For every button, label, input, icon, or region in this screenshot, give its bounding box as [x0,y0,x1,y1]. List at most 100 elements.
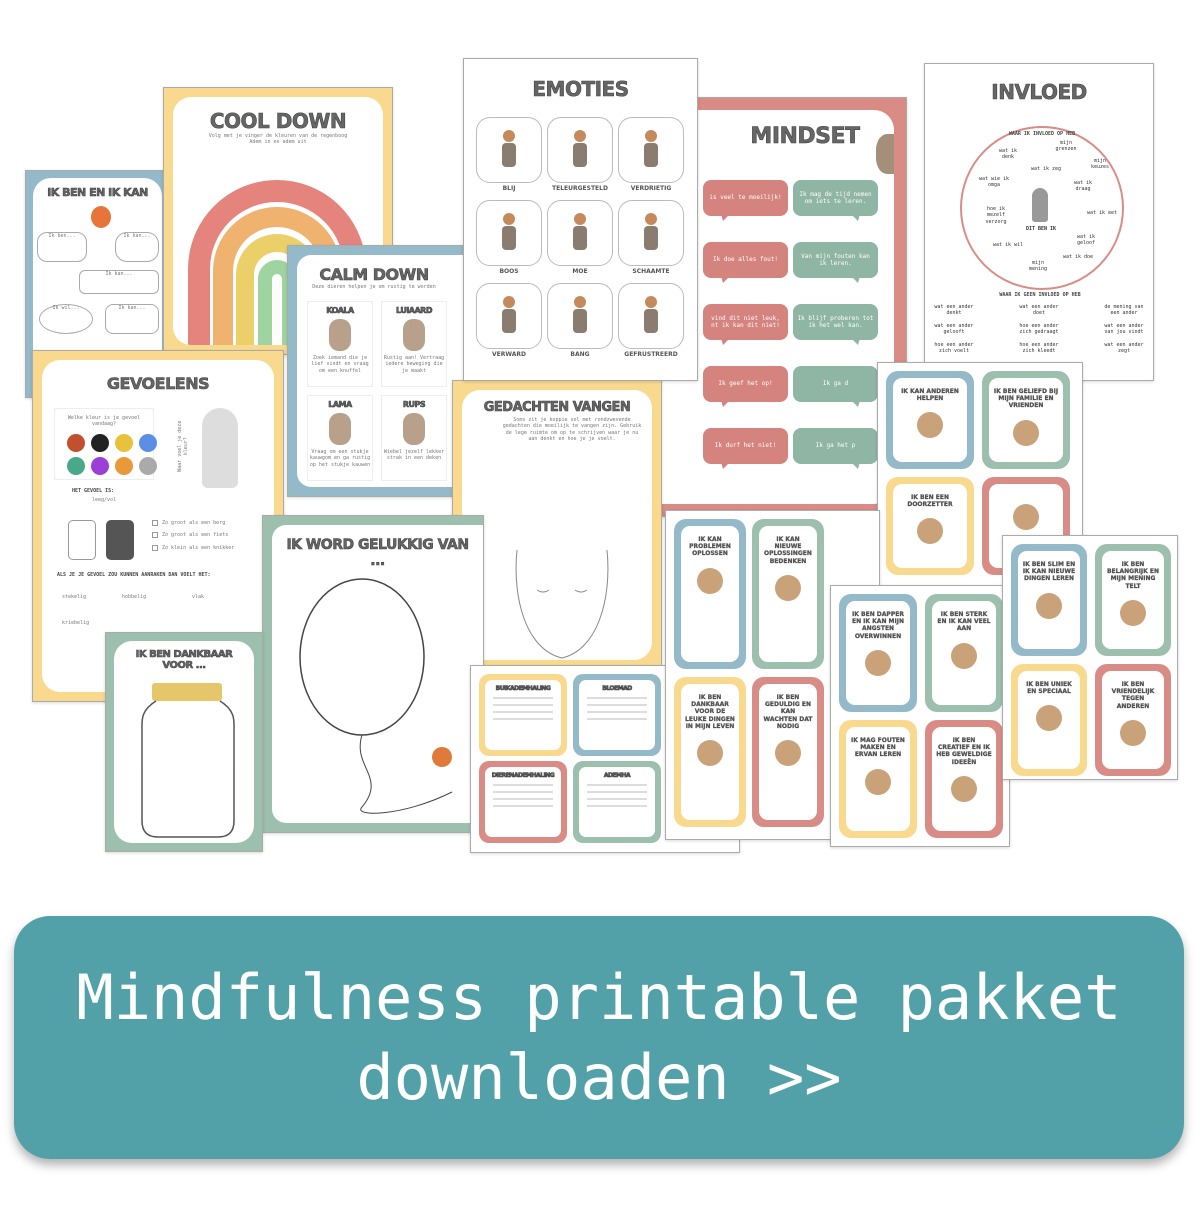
animal-name: KOALA [326,306,355,316]
texture-label: kriebelig [62,620,90,626]
breathing-title: BLOEMAD [602,685,633,693]
text-line [587,718,647,720]
speech-bubble: Ik wil... [39,304,93,334]
emotion-label: SCHAAMTE [632,268,670,275]
affirmation-card-inner: IK BEN BELANGRIJK EN MIJN MENING TELT [1102,551,1164,649]
outside-item: hoe een ander zich voelt [934,342,974,355]
sheet-invloed: INVLOED WAAR IK INVLOED OP HEB DIT BEN I… [924,63,1154,381]
speech-bubble: Ik kan... [79,270,159,294]
outside-item: wat een ander doet [1019,304,1059,317]
text-line [587,711,647,713]
color-dot [67,456,85,475]
emotion-card: SCHAAMTE [618,200,684,279]
affirmation-card-inner: IK BEN VRIENDELIJK TEGEN ANDEREN [1102,671,1164,769]
emotion-label: GEFRUSTREERD [624,351,678,358]
affirmation-card-inner: IK BEN EEN DOORZETTER [893,484,967,568]
affirmation-text: IK BEN BELANGRIJK EN MIJN MENING TELT [1106,561,1160,590]
emotion-card: VERWARD [476,283,542,362]
influence-item: wat wie ik omga [978,176,1010,189]
text-line [493,805,553,807]
sheet-title: GEDACHTEN VANGEN [483,400,631,416]
affirmation-card: IK BEN VRIENDELIJK TEGEN ANDEREN [1095,664,1171,776]
text-line [587,791,647,793]
breathing-card: ADEMHA [573,761,661,843]
influence-item: wat ik zeg [1030,166,1062,172]
sheet-cards-d: IK BEN SLIM EN IK KAN NIEUWE DINGEN LERE… [1002,535,1178,780]
emotion-card-image [547,117,613,183]
influence-item: wat ik doe [1062,254,1094,260]
animal-name: RUPS [402,400,426,410]
affirmation-card: IK BEN STERK EN IK KAN VEEL AAN [925,594,1003,712]
breathing-card: BUIKADEMHALING [479,674,567,756]
animal-illustration [917,412,943,439]
texture-label: hobbelig [122,594,147,600]
influence-item: wat ik wil [992,242,1024,248]
affirmation-text: IK BEN GELIEFD BIJ MIJN FAMILIE EN VRIEN… [993,388,1059,410]
affirmation-text: IK KAN PROBLEMEN OPLOSSEN [689,536,731,558]
outside-item: wat een ander zegt [1104,342,1144,355]
animal-illustration [1036,705,1062,732]
emotion-card: BLIJ [476,117,542,196]
affirmation-card: IK BEN EEN DOORZETTER [886,477,974,575]
animal-illustration [329,413,351,445]
affirmation-card-inner: IK KAN NIEUWE OPLOSSINGEN BEDENKEN [759,526,817,662]
fixed-mindset-bubble: is veel te moeilijk! [703,180,788,221]
sheet-gedachten-vangen: GEDACHTEN VANGEN Soms zit je koppie vol … [452,380,662,670]
influence-item: mijn keuzes [1090,158,1110,171]
child-figure-icon [1032,188,1048,222]
affirmation-card: IK BEN GELIEFD BIJ MIJN FAMILIE EN VRIEN… [982,371,1070,469]
influence-item: wat ik geloof [1076,234,1096,247]
emotion-label: BLIJ [502,185,516,192]
affirmation-text: IK BEN VRIENDELIJK TEGEN ANDEREN [1111,681,1155,710]
animal-illustration [775,574,801,601]
sheet-title: GEVOELENS [106,374,210,394]
checkbox-icon [152,544,158,551]
influence-item: mijn mening [1028,260,1048,273]
animal-illustration [951,775,977,802]
question: Welke kleur is je gevoel vandaag? [67,415,141,428]
growth-mindset-bubble: Ik ga het p [793,428,878,469]
sheet-title: INVLOED [991,80,1088,105]
description: Soms zit je koppie vol met rondzwevende … [502,417,642,442]
animal-illustration [403,413,425,445]
affirmation-text: IK BEN DAPPER EN IK KAN MIJN ANGSTEN OVE… [851,611,905,640]
growth-mindset-bubble: Ik ga d [793,366,878,407]
child-illustration [640,296,662,336]
child-illustration [498,213,520,253]
checkbox-icon [152,520,158,527]
emotion-card-image [547,283,613,349]
text-line [493,704,553,706]
animal-illustration [951,642,977,669]
affirmation-card: IK KAN NIEUWE OPLOSSINGEN BEDENKEN [752,519,824,669]
sheet-title: CALM DOWN [319,265,429,285]
empty-jar-icon [68,520,96,560]
download-button-line2: downloaden >> [356,1040,842,1114]
text-line [587,798,647,800]
animal-illustration [403,319,425,351]
fixed-mindset-bubble: Ik durf het niet! [703,428,788,469]
download-button-line1: Mindfulness printable pakket [76,960,1122,1034]
animal-illustration [1013,504,1039,530]
animal-name: LAMA [328,400,353,410]
fixed-mindset-bubble: Ik geef het op! [703,366,788,407]
download-button[interactable]: Mindfulness printable pakket downloaden … [14,916,1184,1159]
animal-name: LUIAARD [396,306,433,316]
affirmation-text: IK BEN UNIEK EN SPECIAAL [1026,681,1072,696]
affirmation-card: IK BEN CREATIEF EN IK HEB GEWELDIGE IDEE… [925,720,1003,838]
subtitle: Deze dieren helpen je om rustig te worde… [312,284,436,290]
animal-illustration [329,319,351,351]
sheet-title: MINDSET [750,124,860,150]
affirmation-text: IK BEN SLIM EN IK KAN NIEUWE DINGEN LERE… [1022,561,1076,583]
option-label: Zo groot als een berg [162,520,226,526]
animal-illustration [1120,599,1146,626]
affirmation-text: IK MAG FOUTEN MAKEN EN ERVAN LEREN [851,737,905,759]
affirmation-card: IK BEN BELANGRIJK EN MIJN MENING TELT [1095,544,1171,656]
shape-question: ALS JE JE GEVOEL ZOU KUNNEN AANRAKEN DAN… [57,572,211,578]
affirmation-card-inner: IK BEN UNIEK EN SPECIAAL [1018,671,1080,769]
animal-tip: Zoek iemand die je lief vindt en vraag o… [311,355,369,374]
emotion-label: VERDRIETIG [630,185,672,192]
affirmation-card-inner: IK KAN PROBLEMEN OPLOSSEN [681,526,739,662]
